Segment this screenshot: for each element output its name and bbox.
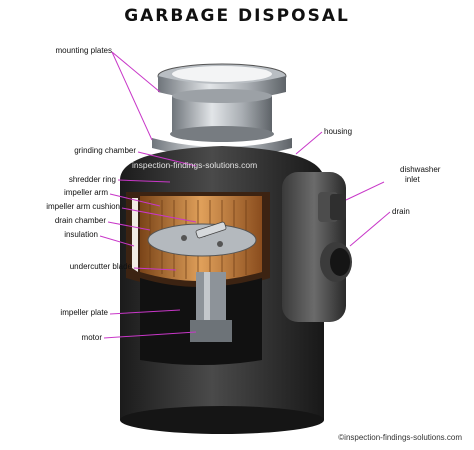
cutaway-chamber: [126, 192, 270, 365]
inlet-drain-block: [282, 172, 352, 322]
diagram-title: GARBAGE DISPOSAL: [124, 6, 350, 26]
label-drain: drain: [392, 207, 410, 216]
label-grinding-chamber: grinding chamber: [74, 146, 136, 155]
label-drain-chamber: drain chamber: [54, 216, 106, 225]
pointer-lines: [99, 51, 391, 339]
label-dishwasher-inlet-line1: dishwasher: [400, 165, 441, 174]
label-impeller-arm-cushion: impeller arm cushion: [46, 202, 120, 211]
label-insulation: insulation: [64, 230, 98, 239]
label-impeller-arm: impeller arm: [63, 188, 108, 197]
label-shredder-ring: shredder ring: [68, 175, 116, 184]
label-housing: housing: [324, 127, 353, 136]
label-dishwasher-inlet-line2: inlet: [405, 175, 420, 184]
credit-text: ©inspection-findings-solutions.com: [338, 433, 462, 442]
label-undercutter-blade: undercutter blade: [69, 262, 132, 271]
label-impeller-plate: impeller plate: [60, 308, 108, 317]
watermark-text: inspection-findings-solutions.com: [132, 160, 258, 170]
label-mounting-plates: mounting plates: [55, 46, 112, 55]
mounting-plates-shape: [152, 63, 292, 157]
label-motor: motor: [81, 333, 102, 342]
